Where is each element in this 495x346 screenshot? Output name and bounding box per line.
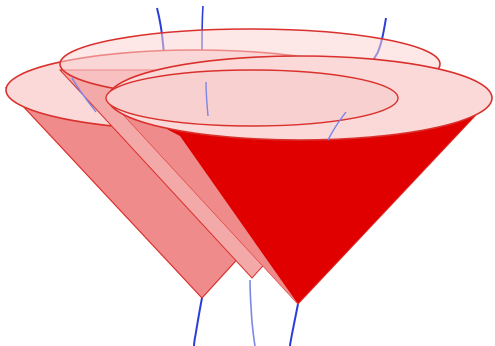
worldline-right-lower [290,304,298,346]
worldline-center-lower [250,280,255,346]
worldline-left-lower [194,298,202,346]
